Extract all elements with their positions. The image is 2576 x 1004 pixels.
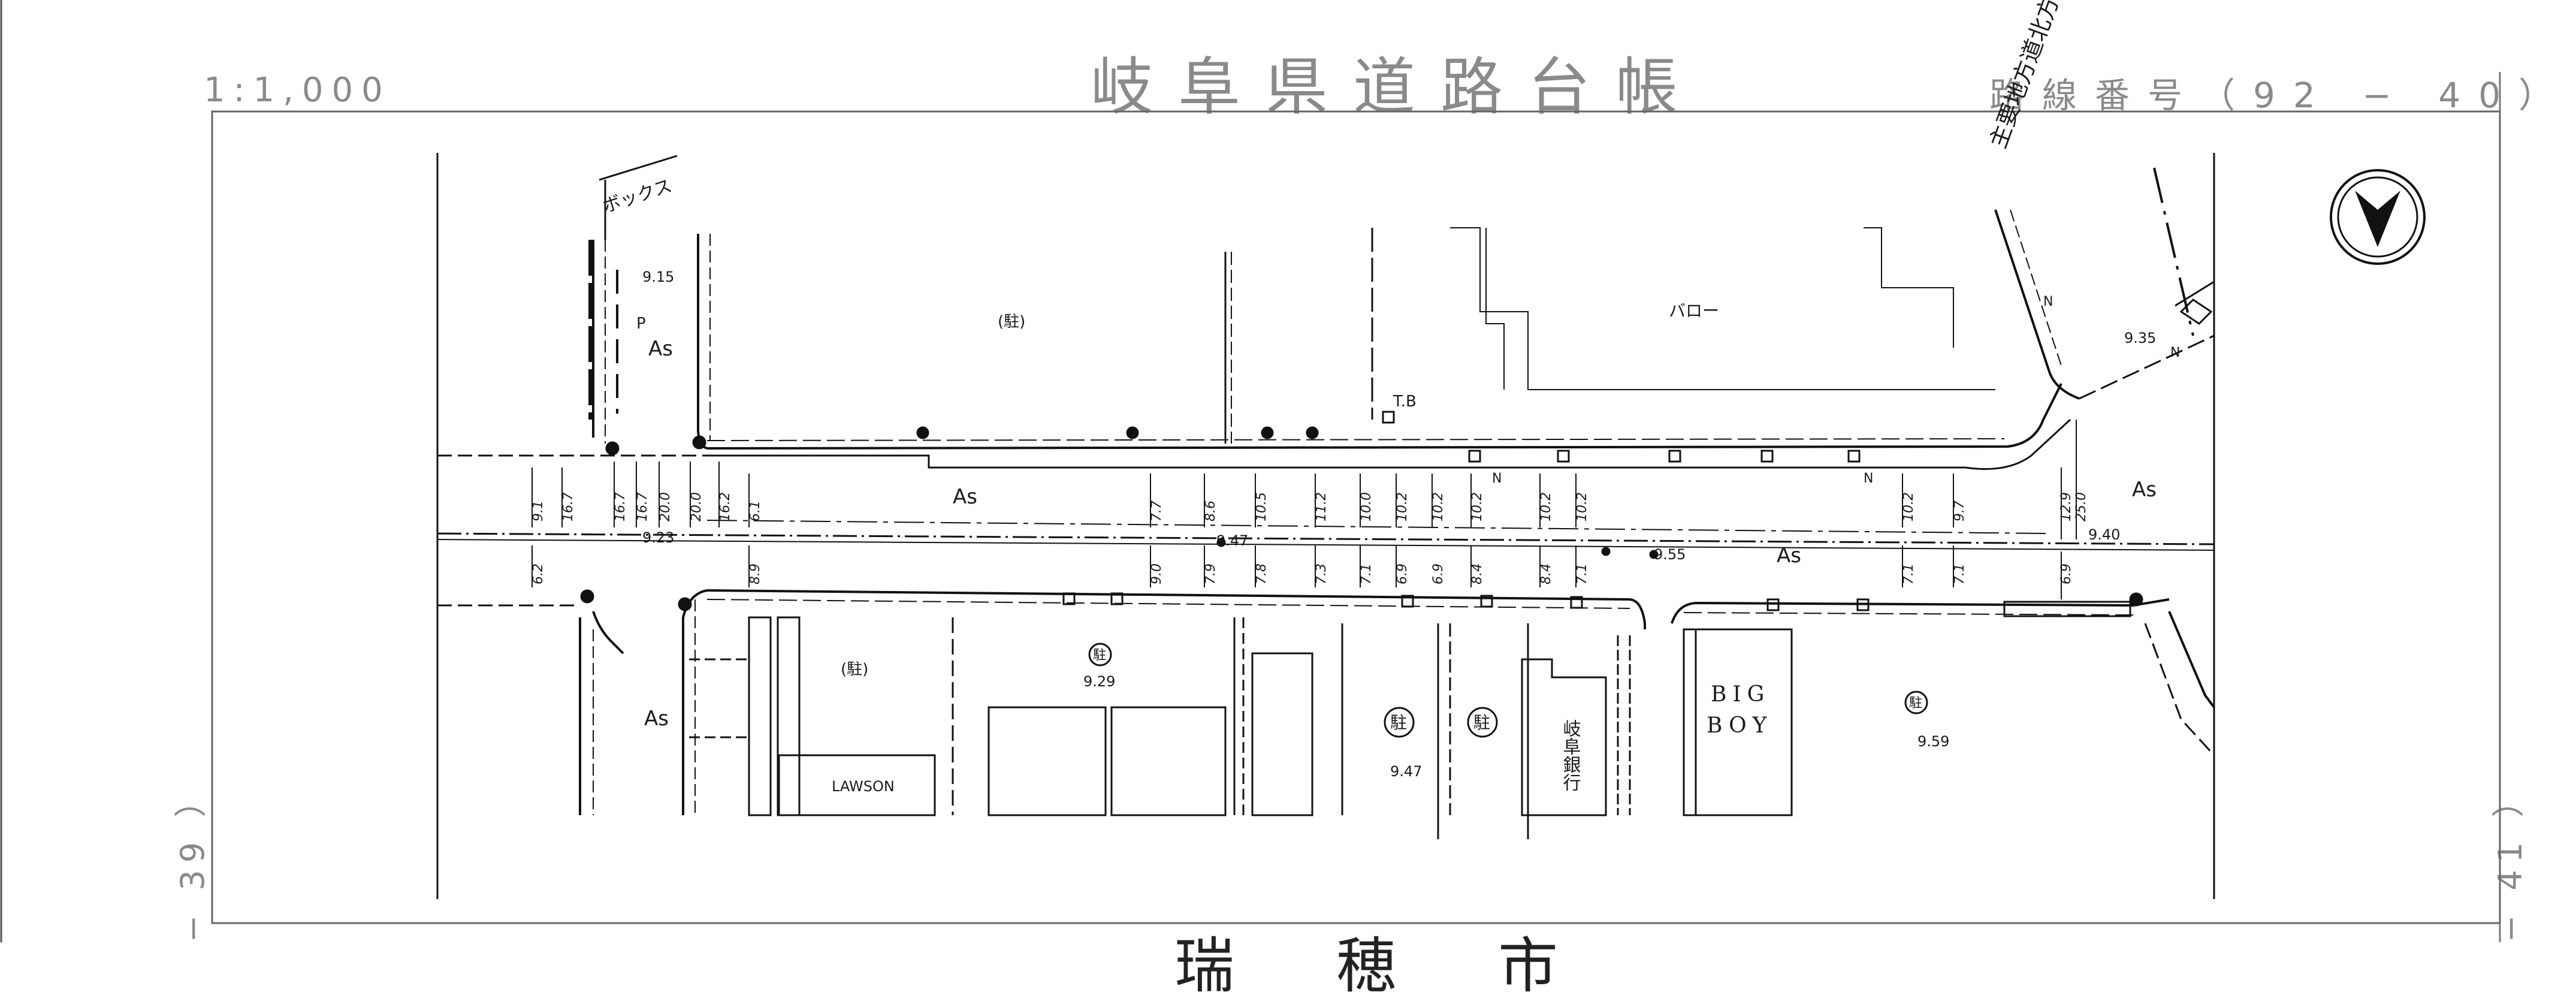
parking-symbol: 駐 駐 駐 駐 bbox=[1088, 643, 1928, 738]
map-scale: 1:1,000 bbox=[204, 71, 391, 110]
width-label: 8.4 bbox=[1470, 563, 1485, 584]
width-label: 11.2 bbox=[1314, 492, 1329, 521]
north-mark: N bbox=[1492, 471, 1502, 486]
width-label: 7.1 bbox=[1952, 563, 1967, 584]
width-labels-bottom: 6.2 8.9 9.0 7.9 7.8 7.3 7.1 6.9 6.9 8.4 8.4 7.1 7.1 7… bbox=[531, 563, 2074, 584]
width-measure-lines bbox=[531, 420, 2077, 599]
width-label: 7.7 bbox=[1149, 501, 1164, 521]
width-label: 6.9 bbox=[2059, 563, 2074, 584]
elevation: 9.23 bbox=[642, 529, 674, 546]
parking-p-label: P bbox=[636, 315, 646, 333]
width-label: 10.2 bbox=[1575, 492, 1590, 521]
store-lawson-label: LAWSON bbox=[832, 778, 895, 795]
width-label: 16.7 bbox=[561, 492, 576, 521]
elevation: 9.40 bbox=[2088, 526, 2120, 543]
as-label: As bbox=[2132, 478, 2157, 502]
box-label: ボックス bbox=[600, 176, 675, 218]
width-label: 6.9 bbox=[1395, 563, 1410, 584]
width-label: 9.7 bbox=[1952, 501, 1967, 521]
crossing-road-right bbox=[1994, 167, 2215, 756]
width-label: 9.0 bbox=[1149, 563, 1164, 584]
road-map: As As As As As P (駐) (駐) T.B バロー LAWSON … bbox=[0, 0, 2501, 942]
elevation: 9.29 bbox=[1083, 673, 1115, 690]
svg-text:駐: 駐 bbox=[1390, 713, 1407, 732]
map-labels: As As As As As P (駐) (駐) T.B バロー LAWSON … bbox=[600, 0, 2181, 795]
width-label: 25.0 bbox=[2074, 492, 2089, 521]
svg-text:駐: 駐 bbox=[1909, 696, 1922, 711]
left-crossroad bbox=[579, 155, 711, 815]
width-label: 7.1 bbox=[1359, 563, 1374, 584]
parking-paren-label: (駐) bbox=[841, 661, 868, 679]
north-mark: N bbox=[1864, 471, 1873, 486]
parking-bays bbox=[588, 240, 618, 420]
elevation: 9.55 bbox=[1654, 546, 1686, 563]
width-label: 7.1 bbox=[1575, 563, 1590, 584]
width-label: 9.1 bbox=[531, 501, 546, 521]
as-label: As bbox=[1777, 544, 1801, 568]
width-label: 7.9 bbox=[1203, 563, 1218, 584]
elevation: 9.59 bbox=[1917, 733, 1949, 750]
width-label: 10.2 bbox=[1539, 492, 1554, 521]
crossing-road-label: 主要地方道北方・多度線 bbox=[1985, 0, 2095, 152]
store-valor-label: バロー bbox=[1669, 301, 1719, 321]
width-label: 8.4 bbox=[1539, 563, 1554, 584]
map-frame bbox=[211, 110, 2501, 924]
width-label: 16.2 bbox=[718, 492, 733, 521]
route-suffix: ） bbox=[2518, 75, 2572, 116]
route-number: 路線番号（92 − 40） bbox=[1989, 67, 2571, 117]
width-label: 10.5 bbox=[1254, 492, 1269, 521]
parking-paren-label: (駐) bbox=[998, 313, 1025, 331]
width-label: 20.0 bbox=[689, 492, 704, 521]
elevation: 9.35 bbox=[2124, 330, 2156, 346]
north-mark: N bbox=[2170, 345, 2180, 360]
width-label: 8.9 bbox=[748, 563, 763, 584]
as-label: As bbox=[953, 485, 977, 509]
tb-label: T.B bbox=[1393, 393, 1417, 411]
width-label: 16.7 bbox=[635, 492, 650, 521]
roadside-furniture bbox=[580, 411, 2143, 617]
elevation: 9.47 bbox=[1390, 763, 1422, 780]
elevation: 9.15 bbox=[642, 269, 674, 285]
as-label: As bbox=[648, 337, 673, 361]
width-label: 20.0 bbox=[658, 492, 673, 521]
north-mark: N bbox=[2043, 294, 2053, 309]
width-label: 7.8 bbox=[1254, 563, 1269, 584]
width-label: 10.2 bbox=[1901, 492, 1916, 521]
municipality-name: 瑞穂市 bbox=[1174, 931, 1660, 1001]
store-bigboy-label: BOY bbox=[1707, 713, 1772, 738]
elevation: 9.47 bbox=[1216, 532, 1248, 549]
width-label: 10.0 bbox=[1359, 492, 1374, 521]
width-label: 6.1 bbox=[748, 501, 763, 521]
width-label: 16.7 bbox=[613, 492, 628, 521]
route-prefix: 路線番号（ bbox=[1989, 75, 2254, 116]
width-label: 7.3 bbox=[1314, 563, 1329, 584]
bank-label: 岐阜銀行 bbox=[1560, 719, 1581, 791]
store-bigboy-label: BIG bbox=[1711, 682, 1770, 707]
svg-text:駐: 駐 bbox=[1093, 648, 1106, 663]
width-label: 10.2 bbox=[1470, 492, 1485, 521]
width-label: 6.9 bbox=[1431, 563, 1446, 584]
main-road bbox=[437, 383, 2215, 815]
width-labels-top: 9.1 16.7 16.7 16.7 20.0 20.0 16.2 6.1 7.7 8.6 10.5… bbox=[531, 492, 2089, 521]
as-label: As bbox=[644, 707, 669, 731]
width-label: 10.2 bbox=[1395, 492, 1410, 521]
width-label: 8.6 bbox=[1203, 501, 1218, 521]
width-label: 6.2 bbox=[531, 563, 546, 584]
width-label: 7.1 bbox=[1901, 563, 1916, 584]
buildings bbox=[689, 227, 1995, 839]
width-label: 12.9 bbox=[2059, 492, 2074, 521]
north-arrow-icon bbox=[2330, 169, 2426, 265]
route-number-value: 92 − 40 bbox=[2253, 75, 2519, 116]
svg-text:駐: 駐 bbox=[1473, 713, 1490, 732]
width-label: 10.2 bbox=[1431, 492, 1446, 521]
